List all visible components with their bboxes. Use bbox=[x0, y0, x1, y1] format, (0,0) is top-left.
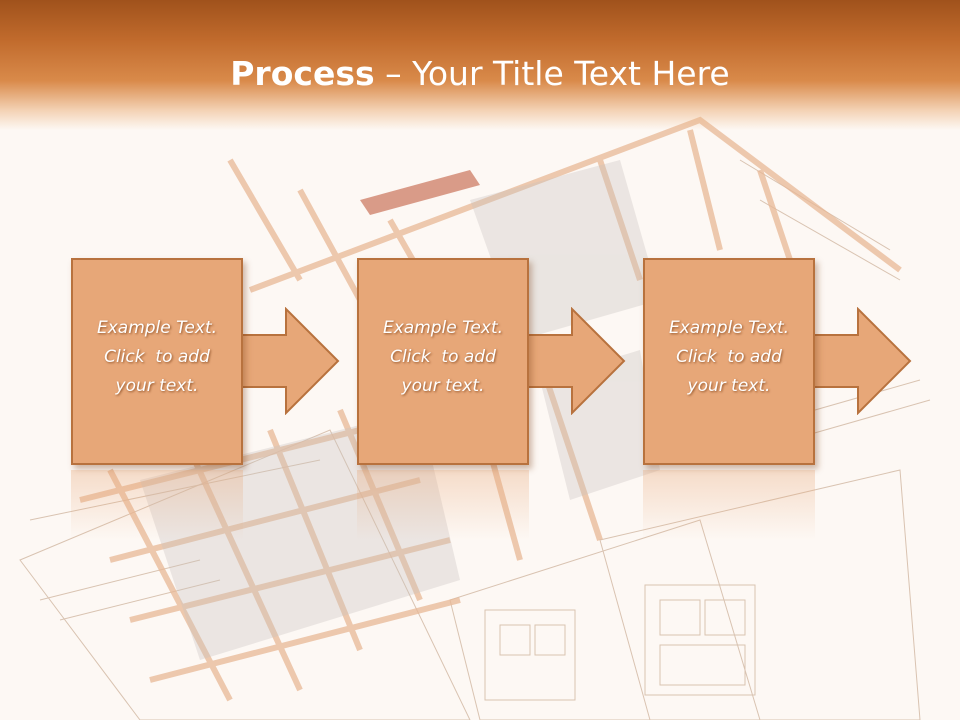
step-3-arrow-icon bbox=[812, 307, 912, 415]
step-1-arrow-icon bbox=[240, 307, 340, 415]
step-1-line-2: Click to add bbox=[104, 347, 210, 367]
step-2-box[interactable]: Example Text. Click to add your text. bbox=[357, 258, 529, 465]
step-2-text: Example Text. Click to add your text. bbox=[367, 314, 519, 401]
step-2-line-2: Click to add bbox=[390, 347, 496, 367]
slide-title[interactable]: Process – Your Title Text Here bbox=[0, 52, 960, 96]
step-2-line-3: your text. bbox=[401, 376, 485, 396]
step-3-line-2: Click to add bbox=[676, 347, 782, 367]
step-3-line-1: Example Text. bbox=[668, 318, 790, 338]
step-3-line-3: your text. bbox=[687, 376, 771, 396]
step-2-line-1: Example Text. bbox=[382, 318, 504, 338]
title-rest: – Your Title Text Here bbox=[374, 54, 730, 93]
step-1-box[interactable]: Example Text. Click to add your text. bbox=[71, 258, 243, 465]
step-1-line-3: your text. bbox=[115, 376, 199, 396]
step-1-reflection bbox=[71, 470, 243, 540]
step-2-arrow-icon bbox=[526, 307, 626, 415]
title-banner: Process – Your Title Text Here bbox=[0, 0, 960, 130]
step-3-text: Example Text. Click to add your text. bbox=[653, 314, 805, 401]
step-2-reflection bbox=[357, 470, 529, 540]
step-1-text: Example Text. Click to add your text. bbox=[81, 314, 233, 401]
title-bold: Process bbox=[230, 54, 375, 93]
step-3-reflection bbox=[643, 470, 815, 540]
step-1-line-1: Example Text. bbox=[96, 318, 218, 338]
step-3-box[interactable]: Example Text. Click to add your text. bbox=[643, 258, 815, 465]
